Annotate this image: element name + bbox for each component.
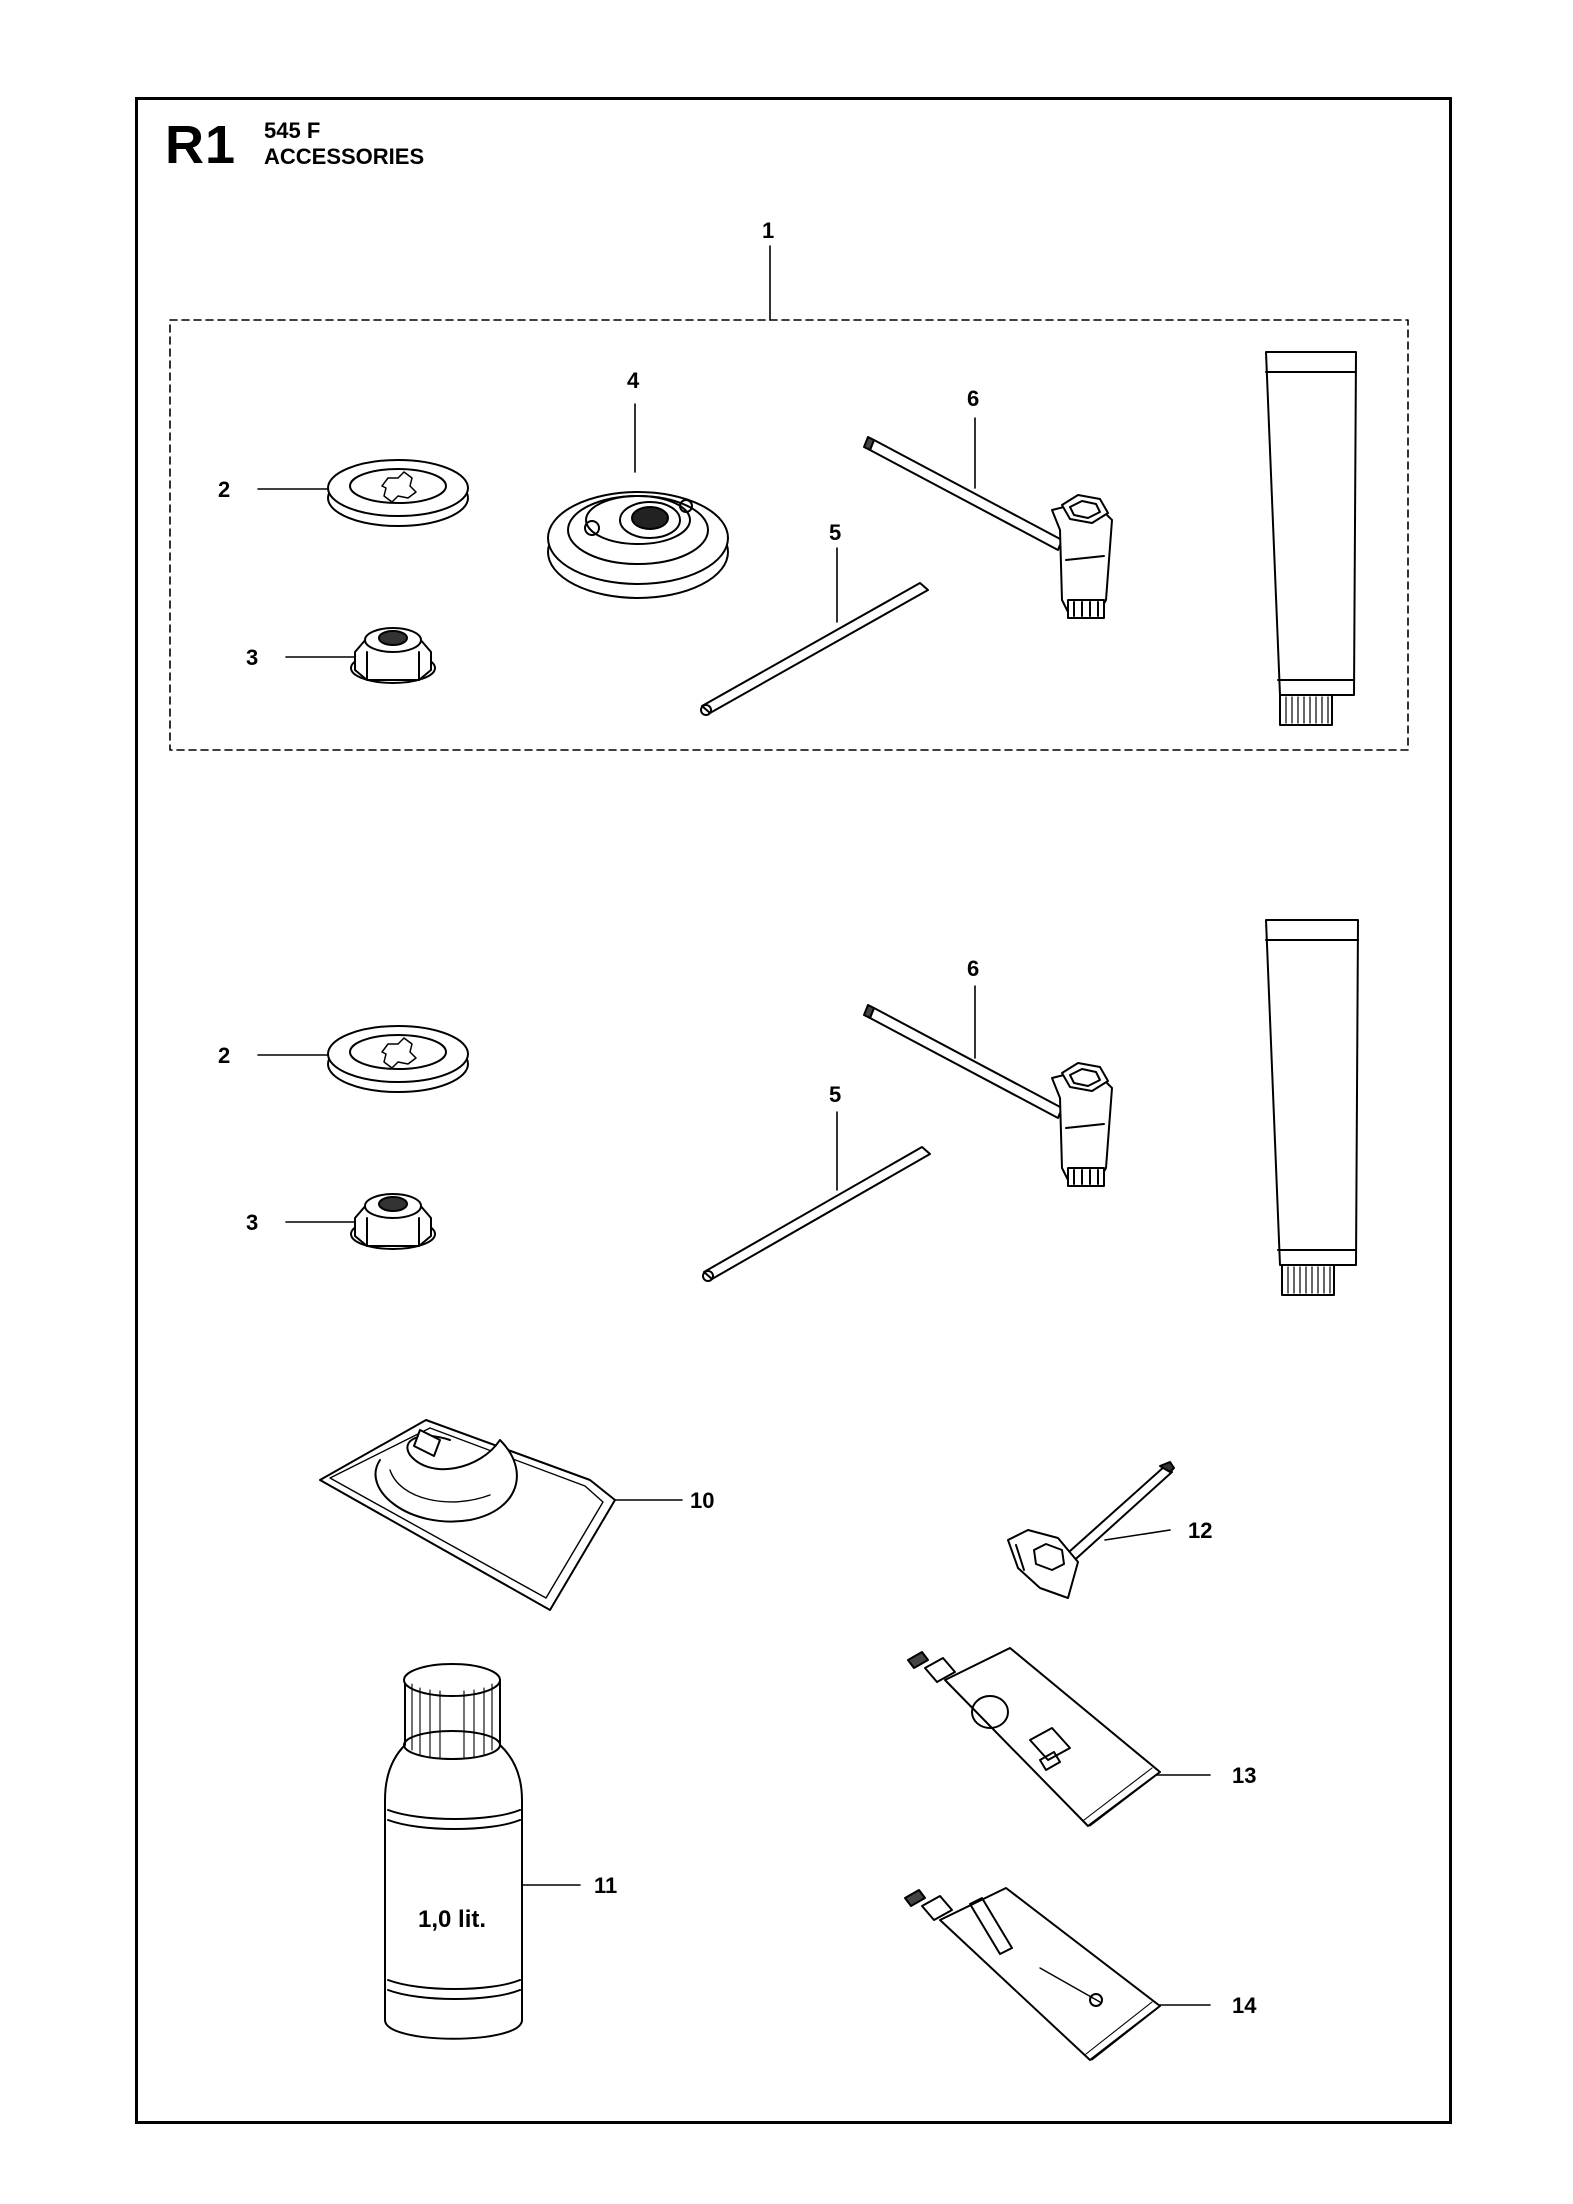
- callout-13: 13: [1232, 1763, 1256, 1788]
- kit-group: 1: [169, 218, 1409, 751]
- kit-dashed-box: [169, 319, 1409, 751]
- rod-part: 5: [702, 1082, 931, 1282]
- callout-3: 3: [246, 645, 258, 670]
- callout-2: 2: [218, 477, 230, 502]
- callout-3: 3: [246, 1210, 258, 1235]
- model-name: 545 F: [264, 118, 321, 143]
- thrust-washer-part: 2: [218, 459, 469, 527]
- thrust-washer-part: 2: [218, 1025, 469, 1093]
- callout-2: 2: [218, 1043, 230, 1068]
- callout-5: 5: [829, 1082, 841, 1107]
- rod-part: 5: [700, 520, 929, 716]
- callout-5: 5: [829, 520, 841, 545]
- callout-10: 10: [690, 1488, 714, 1513]
- callout-4: 4: [627, 368, 640, 393]
- callout-14: 14: [1232, 1993, 1257, 2018]
- combination-wrench-part: 6: [863, 956, 1113, 1187]
- callout-11: 11: [594, 1873, 617, 1898]
- page-title: ACCESSORIES: [264, 144, 425, 169]
- drawing-frame: [135, 97, 1452, 2124]
- callout-6: 6: [967, 386, 979, 411]
- combination-wrench-part: 6: [863, 386, 1113, 619]
- drive-disc-part: 4: [547, 368, 729, 599]
- harness-part: 10: [319, 1419, 714, 1611]
- bottle-volume-label: 1,0 lit.: [418, 1906, 486, 1933]
- small-wrench-part: 12: [1007, 1461, 1212, 1599]
- grease-tube-part: [1265, 351, 1357, 726]
- grease-tube-small-part: 13: [907, 1647, 1256, 1827]
- nut-part: 3: [246, 1193, 436, 1250]
- grease-tube-part: [1265, 919, 1359, 1296]
- section-code: R1: [165, 115, 237, 175]
- leader-line: [1104, 1529, 1171, 1541]
- grease-tube-small-part: 14: [904, 1887, 1257, 2061]
- oil-bottle-part: 11 1,0 lit.: [384, 1663, 617, 2040]
- nut-part: 3: [246, 627, 436, 684]
- callout-12: 12: [1188, 1518, 1212, 1543]
- callout-6: 6: [967, 956, 979, 981]
- callout-1: 1: [762, 218, 774, 243]
